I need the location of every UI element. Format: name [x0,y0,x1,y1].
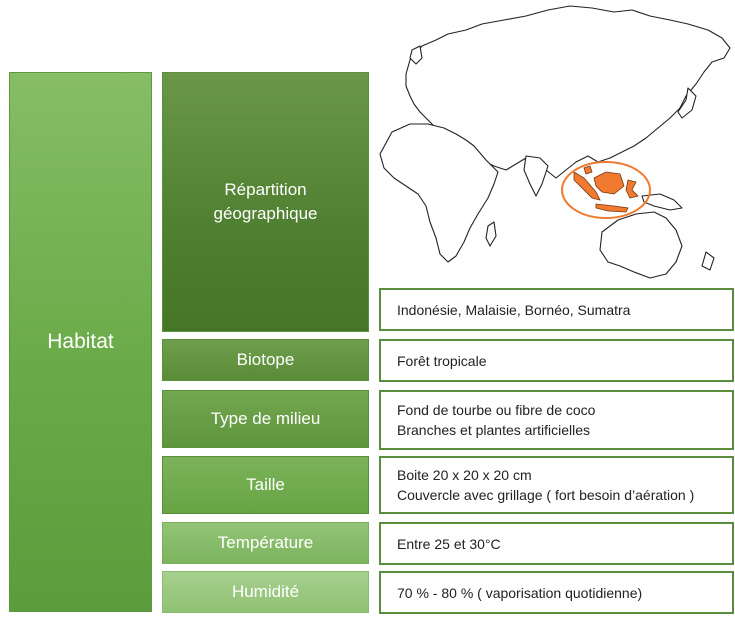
africa-shape [379,123,499,263]
detail-line: Entre 25 et 30°C [397,535,501,552]
category-type-milieu: Type de milieu [162,390,369,448]
category-temperature: Température [162,522,369,564]
category-repartition: Répartition géographique [162,72,369,332]
india-shape [523,155,549,197]
habitat-label: Habitat [47,330,114,353]
detail-line: Couvercle avec grillage ( fort besoin d’… [397,487,695,503]
category-label: Température [217,533,314,552]
category-label: Type de milieu [210,409,321,428]
detail-line: Branches et plantes artificielles [397,422,590,438]
world-map-icon [379,5,731,279]
britain-shape [409,45,423,65]
australia-shape [599,211,683,279]
new-zealand-shape [701,251,715,271]
islands-highlight [583,165,593,175]
category-biotope: Biotope [162,339,369,381]
habitat-block: Habitat [9,72,152,612]
detail-line: 70 % - 80 % ( vaporisation quotidienne) [397,584,643,601]
category-humidite: Humidité [162,571,369,613]
sumatra-highlight [573,171,601,201]
category-label: Taille [246,475,285,494]
detail-line: Boite 20 x 20 x 20 cm [397,467,532,483]
detail-taille: Boite 20 x 20 x 20 cm Couvercle avec gri… [379,456,734,514]
borneo-highlight [593,171,625,195]
detail-type-milieu: Fond de tourbe ou fibre de coco Branches… [379,390,734,450]
detail-line: Forêt tropicale [397,352,487,369]
detail-repartition: Indonésie, Malaisie, Bornéo, Sumatra [379,288,734,331]
category-label: Biotope [236,350,295,369]
madagascar-shape [485,221,497,247]
java-highlight [595,203,629,213]
category-taille: Taille [162,456,369,514]
detail-biotope: Forêt tropicale [379,339,734,382]
detail-temperature: Entre 25 et 30°C [379,522,734,565]
detail-line: Fond de tourbe ou fibre de coco [397,402,596,418]
detail-line: Indonésie, Malaisie, Bornéo, Sumatra [397,301,631,318]
detail-humidite: 70 % - 80 % ( vaporisation quotidienne) [379,571,734,614]
category-label: Répartition géographique [213,180,318,223]
region-highlight-circle [561,161,651,219]
category-label: Humidité [231,582,300,601]
sulawesi-highlight [625,179,639,199]
japan-shape [677,87,697,119]
